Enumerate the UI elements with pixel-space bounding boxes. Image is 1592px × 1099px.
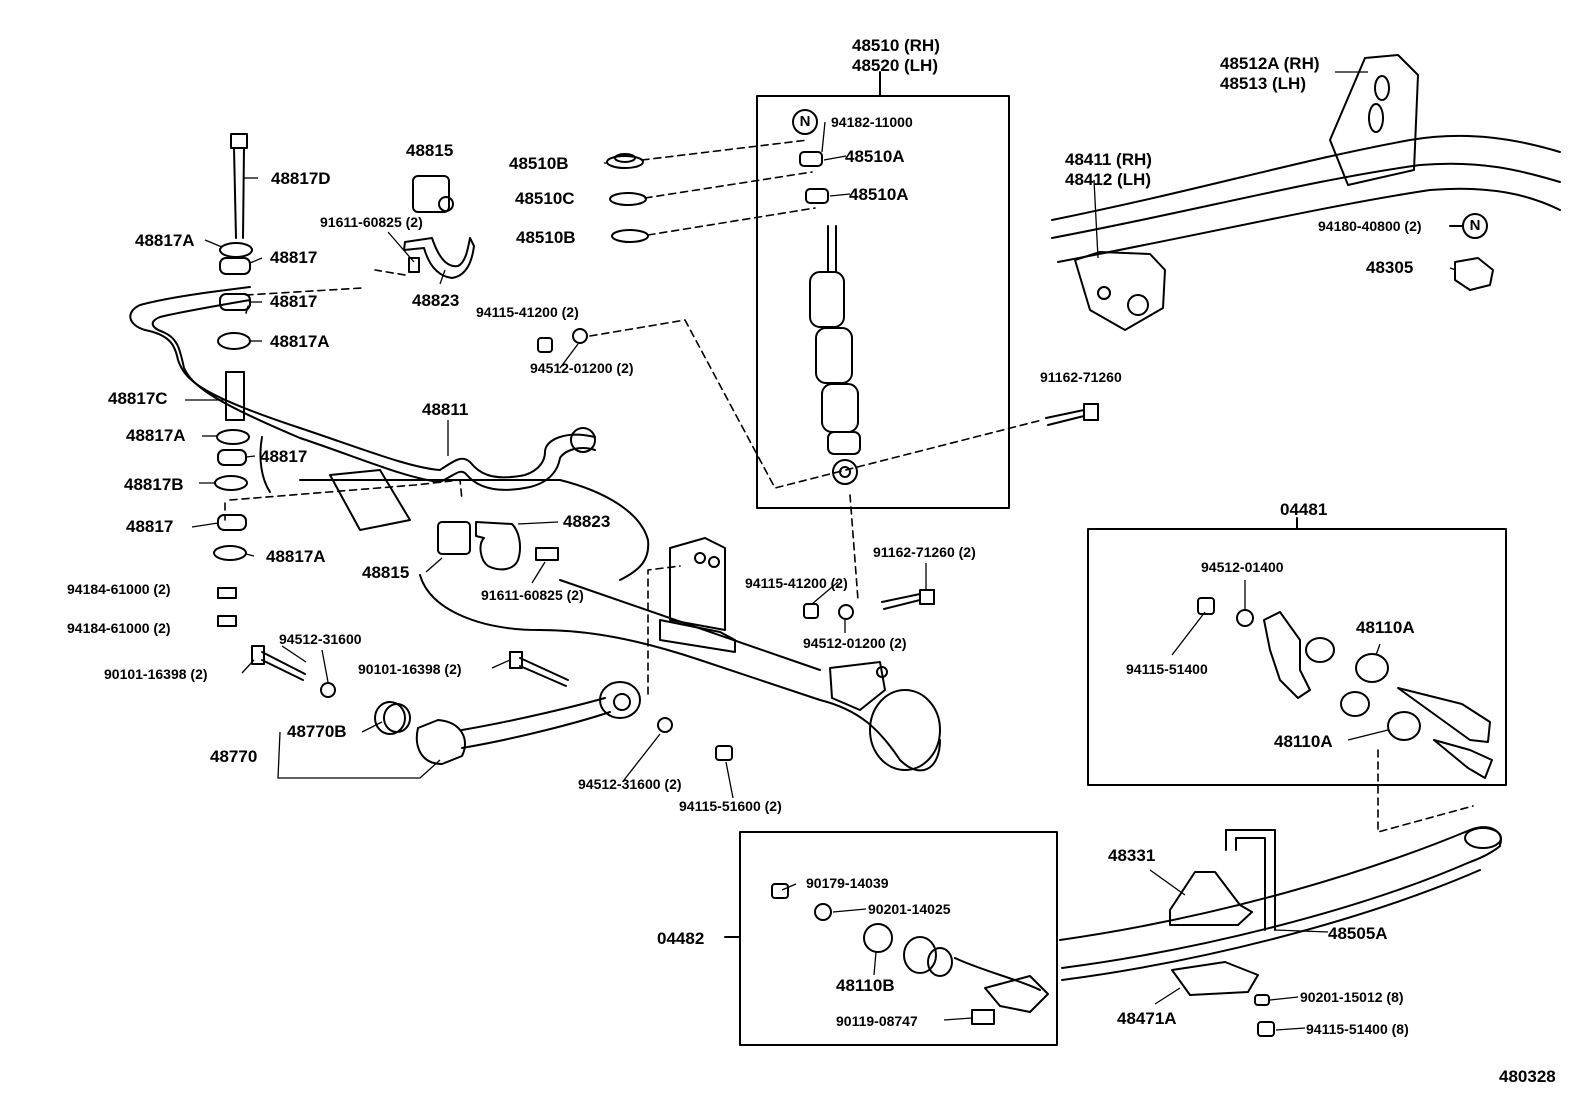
label-48331: 48331 bbox=[1108, 846, 1156, 865]
label-48817-1: 48817 bbox=[270, 248, 318, 267]
label-90119-08747: 90119-08747 bbox=[836, 1013, 918, 1029]
n-mark-icon-right: N bbox=[1462, 213, 1488, 239]
label-48817c: 48817C bbox=[108, 389, 168, 408]
frame-rail bbox=[1051, 54, 1561, 331]
label-90101-left: 90101-16398 (2) bbox=[104, 666, 208, 682]
label-48815-mid: 48815 bbox=[362, 563, 410, 582]
label-48817-4: 48817 bbox=[126, 517, 174, 536]
label-48110b: 48110B bbox=[836, 976, 895, 995]
label-kit-04482: 04482 bbox=[657, 929, 705, 948]
label-bracket-lh: 48513 (LH) bbox=[1220, 74, 1306, 94]
label-91611-top: 91611-60825 (2) bbox=[320, 214, 423, 230]
label-94115-51400-8: 94115-51400 (8) bbox=[1306, 1021, 1409, 1037]
label-48305: 48305 bbox=[1366, 258, 1414, 277]
label-shock-rh: 48510 (RH) bbox=[852, 36, 940, 55]
label-48817-2: 48817 bbox=[270, 292, 318, 311]
label-94115-41200-top: 94115-41200 (2) bbox=[476, 304, 579, 320]
n-mark-icon: N bbox=[792, 109, 818, 135]
label-bracket: 48512A (RH) 48513 (LH) bbox=[1220, 54, 1320, 95]
shock-absorber-shape bbox=[809, 225, 861, 485]
label-94184-61000-2: 94184-61000 (2) bbox=[67, 620, 171, 636]
label-hanger-lh: 48412 (LH) bbox=[1065, 170, 1151, 190]
label-91162-71260-2: 91162-71260 (2) bbox=[873, 544, 976, 560]
label-94180-40800: 94180-40800 (2) bbox=[1318, 218, 1422, 234]
label-48770: 48770 bbox=[210, 747, 258, 766]
label-94512-31600: 94512-31600 bbox=[279, 631, 362, 647]
label-48510c: 48510C bbox=[515, 189, 575, 208]
label-48510b-1: 48510B bbox=[509, 154, 569, 173]
label-94115-41200-mid: 94115-41200 (2) bbox=[745, 575, 848, 591]
lateral-rod bbox=[374, 681, 641, 765]
label-shock-lh: 48520 (LH) bbox=[852, 56, 938, 76]
kit-04482-box bbox=[739, 831, 1058, 1046]
label-48510a-2: 48510A bbox=[849, 185, 909, 204]
label-48510a-1: 48510A bbox=[845, 147, 905, 166]
label-48770b: 48770B bbox=[287, 722, 347, 741]
label-48110a-2: 48110A bbox=[1274, 732, 1333, 751]
label-94115-51400-kit: 94115-51400 bbox=[1126, 661, 1208, 677]
label-90201-15012: 90201-15012 (8) bbox=[1300, 989, 1404, 1005]
label-kit-04481: 04481 bbox=[1280, 500, 1328, 519]
label-91162-71260: 91162-71260 bbox=[1040, 369, 1122, 385]
label-shock-part: 48510 (RH) 48520 (LH) bbox=[852, 36, 940, 77]
label-48817-3: 48817 bbox=[260, 447, 308, 466]
label-48817a-4: 48817A bbox=[266, 547, 326, 566]
label-bracket-rh: 48512A (RH) bbox=[1220, 54, 1320, 73]
label-94512-31600-2: 94512-31600 (2) bbox=[578, 776, 682, 792]
label-48811: 48811 bbox=[422, 400, 469, 419]
label-48817a-3: 48817A bbox=[126, 426, 186, 445]
label-48823-mid: 48823 bbox=[563, 512, 611, 531]
label-94184-61000-1: 94184-61000 (2) bbox=[67, 581, 171, 597]
label-48823-top: 48823 bbox=[412, 291, 460, 310]
label-48510b-2: 48510B bbox=[516, 228, 576, 247]
label-94115-51600: 94115-51600 (2) bbox=[679, 798, 782, 814]
label-48817a-1: 48817A bbox=[135, 231, 195, 250]
label-48505a: 48505A bbox=[1328, 924, 1388, 943]
leaf-spring bbox=[1059, 826, 1502, 981]
label-90201-14025: 90201-14025 bbox=[868, 901, 951, 917]
diagram-reference-number: 480328 bbox=[1499, 1067, 1556, 1086]
label-48471a: 48471A bbox=[1117, 1009, 1177, 1028]
stabilizer-bar bbox=[129, 286, 596, 491]
label-hanger: 48411 (RH) 48412 (LH) bbox=[1065, 150, 1152, 191]
label-48817a-2: 48817A bbox=[270, 332, 330, 351]
label-48817d: 48817D bbox=[271, 169, 331, 188]
axle-housing bbox=[259, 436, 941, 772]
label-94512-01200-top: 94512-01200 (2) bbox=[530, 360, 634, 376]
label-91611-mid: 91611-60825 (2) bbox=[481, 587, 584, 603]
label-hanger-rh: 48411 (RH) bbox=[1065, 150, 1152, 169]
label-94512-01400: 94512-01400 bbox=[1201, 559, 1284, 575]
label-94182-11000: 94182-11000 bbox=[831, 114, 913, 130]
label-90179-14039: 90179-14039 bbox=[806, 875, 889, 891]
label-48815-top: 48815 bbox=[406, 141, 454, 160]
label-48817b: 48817B bbox=[124, 475, 184, 494]
bolt-48817d bbox=[230, 133, 248, 239]
label-48110a-1: 48110A bbox=[1356, 618, 1415, 637]
shock-absorber-box bbox=[756, 95, 1010, 509]
label-90101-mid: 90101-16398 (2) bbox=[358, 661, 462, 677]
label-94512-01200-mid: 94512-01200 (2) bbox=[803, 635, 907, 651]
